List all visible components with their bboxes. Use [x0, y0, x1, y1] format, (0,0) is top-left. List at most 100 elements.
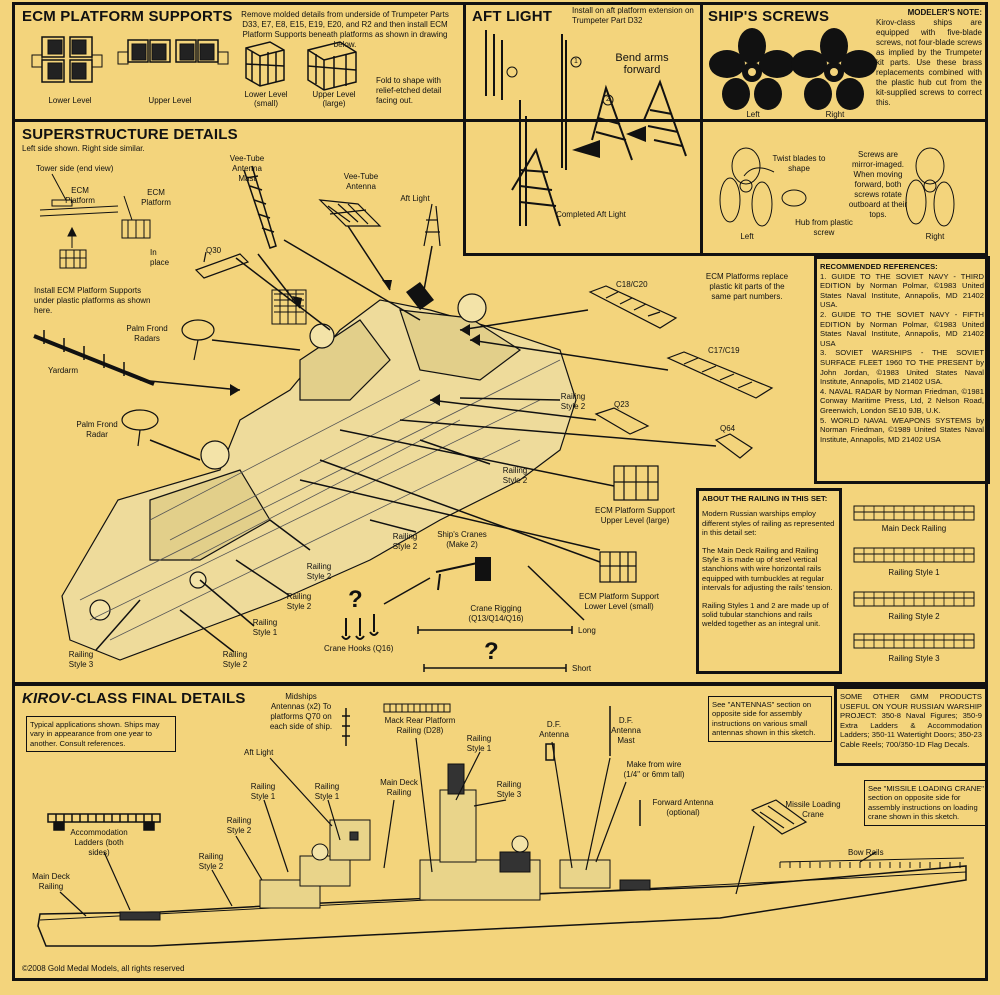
railing-style3-sample-label: Railing Style 3	[888, 654, 940, 663]
crane-hooks-label: Crane Hooks (Q16)	[324, 644, 394, 653]
yardarm-sketch	[33, 330, 155, 386]
railing-style1-sample-label: Railing Style 1	[888, 568, 940, 577]
aft-light-bend: Bend arms forward	[615, 52, 669, 76]
railing-style2-c: Railing Style 2	[392, 532, 418, 551]
screw-right-label: Right	[825, 110, 845, 119]
ecm-upper-large-label: Upper Level (large)	[312, 90, 356, 108]
railing-about: ABOUT THE RAILING IN THIS SET: Modern Ru…	[702, 494, 836, 629]
vee-mast-label: Vee-Tube Antenna Mast	[229, 154, 265, 183]
screw-right-shape	[791, 28, 877, 110]
crane-rigging-short	[423, 664, 567, 672]
final-details-section	[12, 683, 988, 981]
q23-sketch	[594, 407, 650, 435]
ecm-folded-small	[245, 41, 285, 87]
vee-antenna-sketch	[318, 199, 382, 227]
screw-mirror: Screws are mirror-imaged. When moving fo…	[848, 150, 908, 219]
tower-side-label: Tower side (end view)	[36, 164, 114, 173]
ecm-lower-small-label: Lower Level (small)	[244, 90, 288, 108]
ss-aft-light-label: Aft Light	[400, 194, 430, 203]
superstructure-title: SUPERSTRUCTURE DETAILS	[22, 126, 238, 143]
cranes-label: Ship's Cranes (Make 2)	[437, 530, 487, 549]
see-missile-note: See "MISSILE LOADING CRANE" section on o…	[864, 780, 988, 826]
railing-style3-label: Railing Style 3	[68, 650, 94, 669]
final-title-rest: -CLASS FINAL DETAILS	[70, 690, 246, 707]
palm-radars-label: Palm Frond Radars	[126, 324, 168, 343]
ecm-platform-label-2: ECM Platform	[141, 188, 171, 207]
midships-antennas: Midships Antennas (x2) To platforms Q70 …	[269, 692, 333, 731]
q30-sketch	[194, 251, 250, 279]
railing-style2-f: Railing Style 2	[222, 650, 248, 669]
reference-item: 1. GUIDE TO THE SOVIET NAVY - THIRD EDIT…	[820, 271, 984, 310]
railing-style2-d: Railing Style 2	[306, 562, 332, 581]
railing-style2-e: Railing Style 2	[286, 592, 312, 611]
aft-light-completed: Completed Aft Light	[556, 210, 626, 219]
reference-item: 2. GUIDE TO THE SOVIET NAVY - FIFTH EDIT…	[820, 309, 984, 348]
bow-rails-label: Bow Rails	[848, 848, 884, 857]
screws-title: SHIP'S SCREWS	[708, 8, 830, 25]
aft-light-title: AFT LIGHT	[472, 8, 553, 25]
reference-item: 5. WORLD NAVAL WEAPONS SYSTEMS by Norman…	[820, 415, 984, 444]
final-railing-style1-top: Railing Style 1	[466, 734, 492, 753]
final-railing-style3: Railing Style 3	[496, 780, 522, 799]
ecm-folded-large	[307, 41, 357, 91]
railing-about-heading: ABOUT THE RAILING IN THIS SET:	[702, 494, 828, 503]
railing-style2-sample-label: Railing Style 2	[888, 612, 940, 621]
c17-label: C17/C19	[708, 346, 740, 355]
railing-style1-label: Railing Style 1	[252, 618, 278, 637]
final-title: KIROV-CLASS FINAL DETAILS	[22, 690, 246, 707]
ecm-title: ECM PLATFORM SUPPORTS	[22, 8, 233, 25]
mack-rear-label: Mack Rear Platform Railing (D28)	[384, 716, 456, 735]
q30-label: Q30	[206, 246, 222, 255]
long-label: Long	[578, 626, 596, 635]
crane-rigging-long	[417, 626, 573, 634]
ecm-support-lower	[599, 551, 637, 583]
screw-left-shape	[709, 28, 795, 110]
mack-rear-sketch	[383, 703, 451, 713]
accommodation-ladder-sketch	[47, 813, 161, 831]
ecm-support-upper	[613, 465, 659, 501]
tower-side-sketch	[39, 173, 151, 269]
missile-crane-label: Missile Loading Crane	[785, 800, 841, 819]
q23-label: Q23	[614, 400, 630, 409]
yardarm-label: Yardarm	[48, 366, 79, 375]
question-mark-hooks: ?	[348, 586, 363, 613]
missile-crane-sketch	[750, 799, 808, 835]
install-ecm-note: Install ECM Platform Supports under plas…	[34, 286, 151, 315]
vee-mast-sketch	[243, 165, 277, 249]
screw-right2-label: Right	[925, 232, 945, 241]
railing-about-p2: The Main Deck Railing and Railing Style …	[702, 545, 833, 593]
screw-hub: Hub from plastic screw	[795, 218, 853, 237]
aft-light-small	[423, 203, 441, 247]
references-heading: RECOMMENDED REFERENCES:	[820, 262, 938, 271]
forward-antenna-label: Forward Antenna (optional)	[652, 798, 714, 817]
final-title-italic: KIROV	[22, 690, 71, 707]
typical-note: Typical applications shown. Ships may va…	[26, 716, 176, 753]
question-mark-short: ?	[484, 638, 499, 665]
accommodation-label: Accommodation Ladders (both sides)	[70, 828, 128, 857]
ecm-upper-support-label: ECM Platform Support Upper Level (large)	[594, 506, 676, 525]
railing-style2-b: Railing Style 2	[502, 466, 528, 485]
gmm-products: SOME OTHER GMM PRODUCTS USEFUL ON YOUR R…	[840, 692, 982, 749]
ship-superstructure-hull	[61, 293, 577, 661]
gmm-products-box	[834, 686, 988, 766]
railing-about-p1: Modern Russian warships employ different…	[702, 509, 835, 538]
in-place-label: In place	[150, 248, 170, 267]
ecm-lower-label: Lower Level	[48, 96, 92, 105]
q64-label: Q64	[720, 424, 736, 433]
ecm-platform-label-1: ECM Platform	[65, 186, 95, 205]
final-railing-style2-b: Railing Style 2	[198, 852, 224, 871]
screw-left2-label: Left	[740, 232, 754, 241]
modelers-note-body: Kirov-class ships are equipped with five…	[876, 18, 982, 107]
screw-twist: Twist blades to shape	[772, 154, 826, 173]
reference-item: 4. NAVAL RADAR by Norman Friedman, ©1981…	[820, 386, 984, 415]
q64-sketch	[714, 433, 754, 459]
railing-style2-a: Railing Style 2	[560, 392, 586, 411]
aft-light-step1: 1	[574, 58, 578, 65]
final-main-deck-mid: Main Deck Railing	[380, 778, 418, 797]
final-railing-style2-a: Railing Style 2	[226, 816, 252, 835]
df-mast-label: D.F. Antenna Mast	[611, 716, 641, 745]
